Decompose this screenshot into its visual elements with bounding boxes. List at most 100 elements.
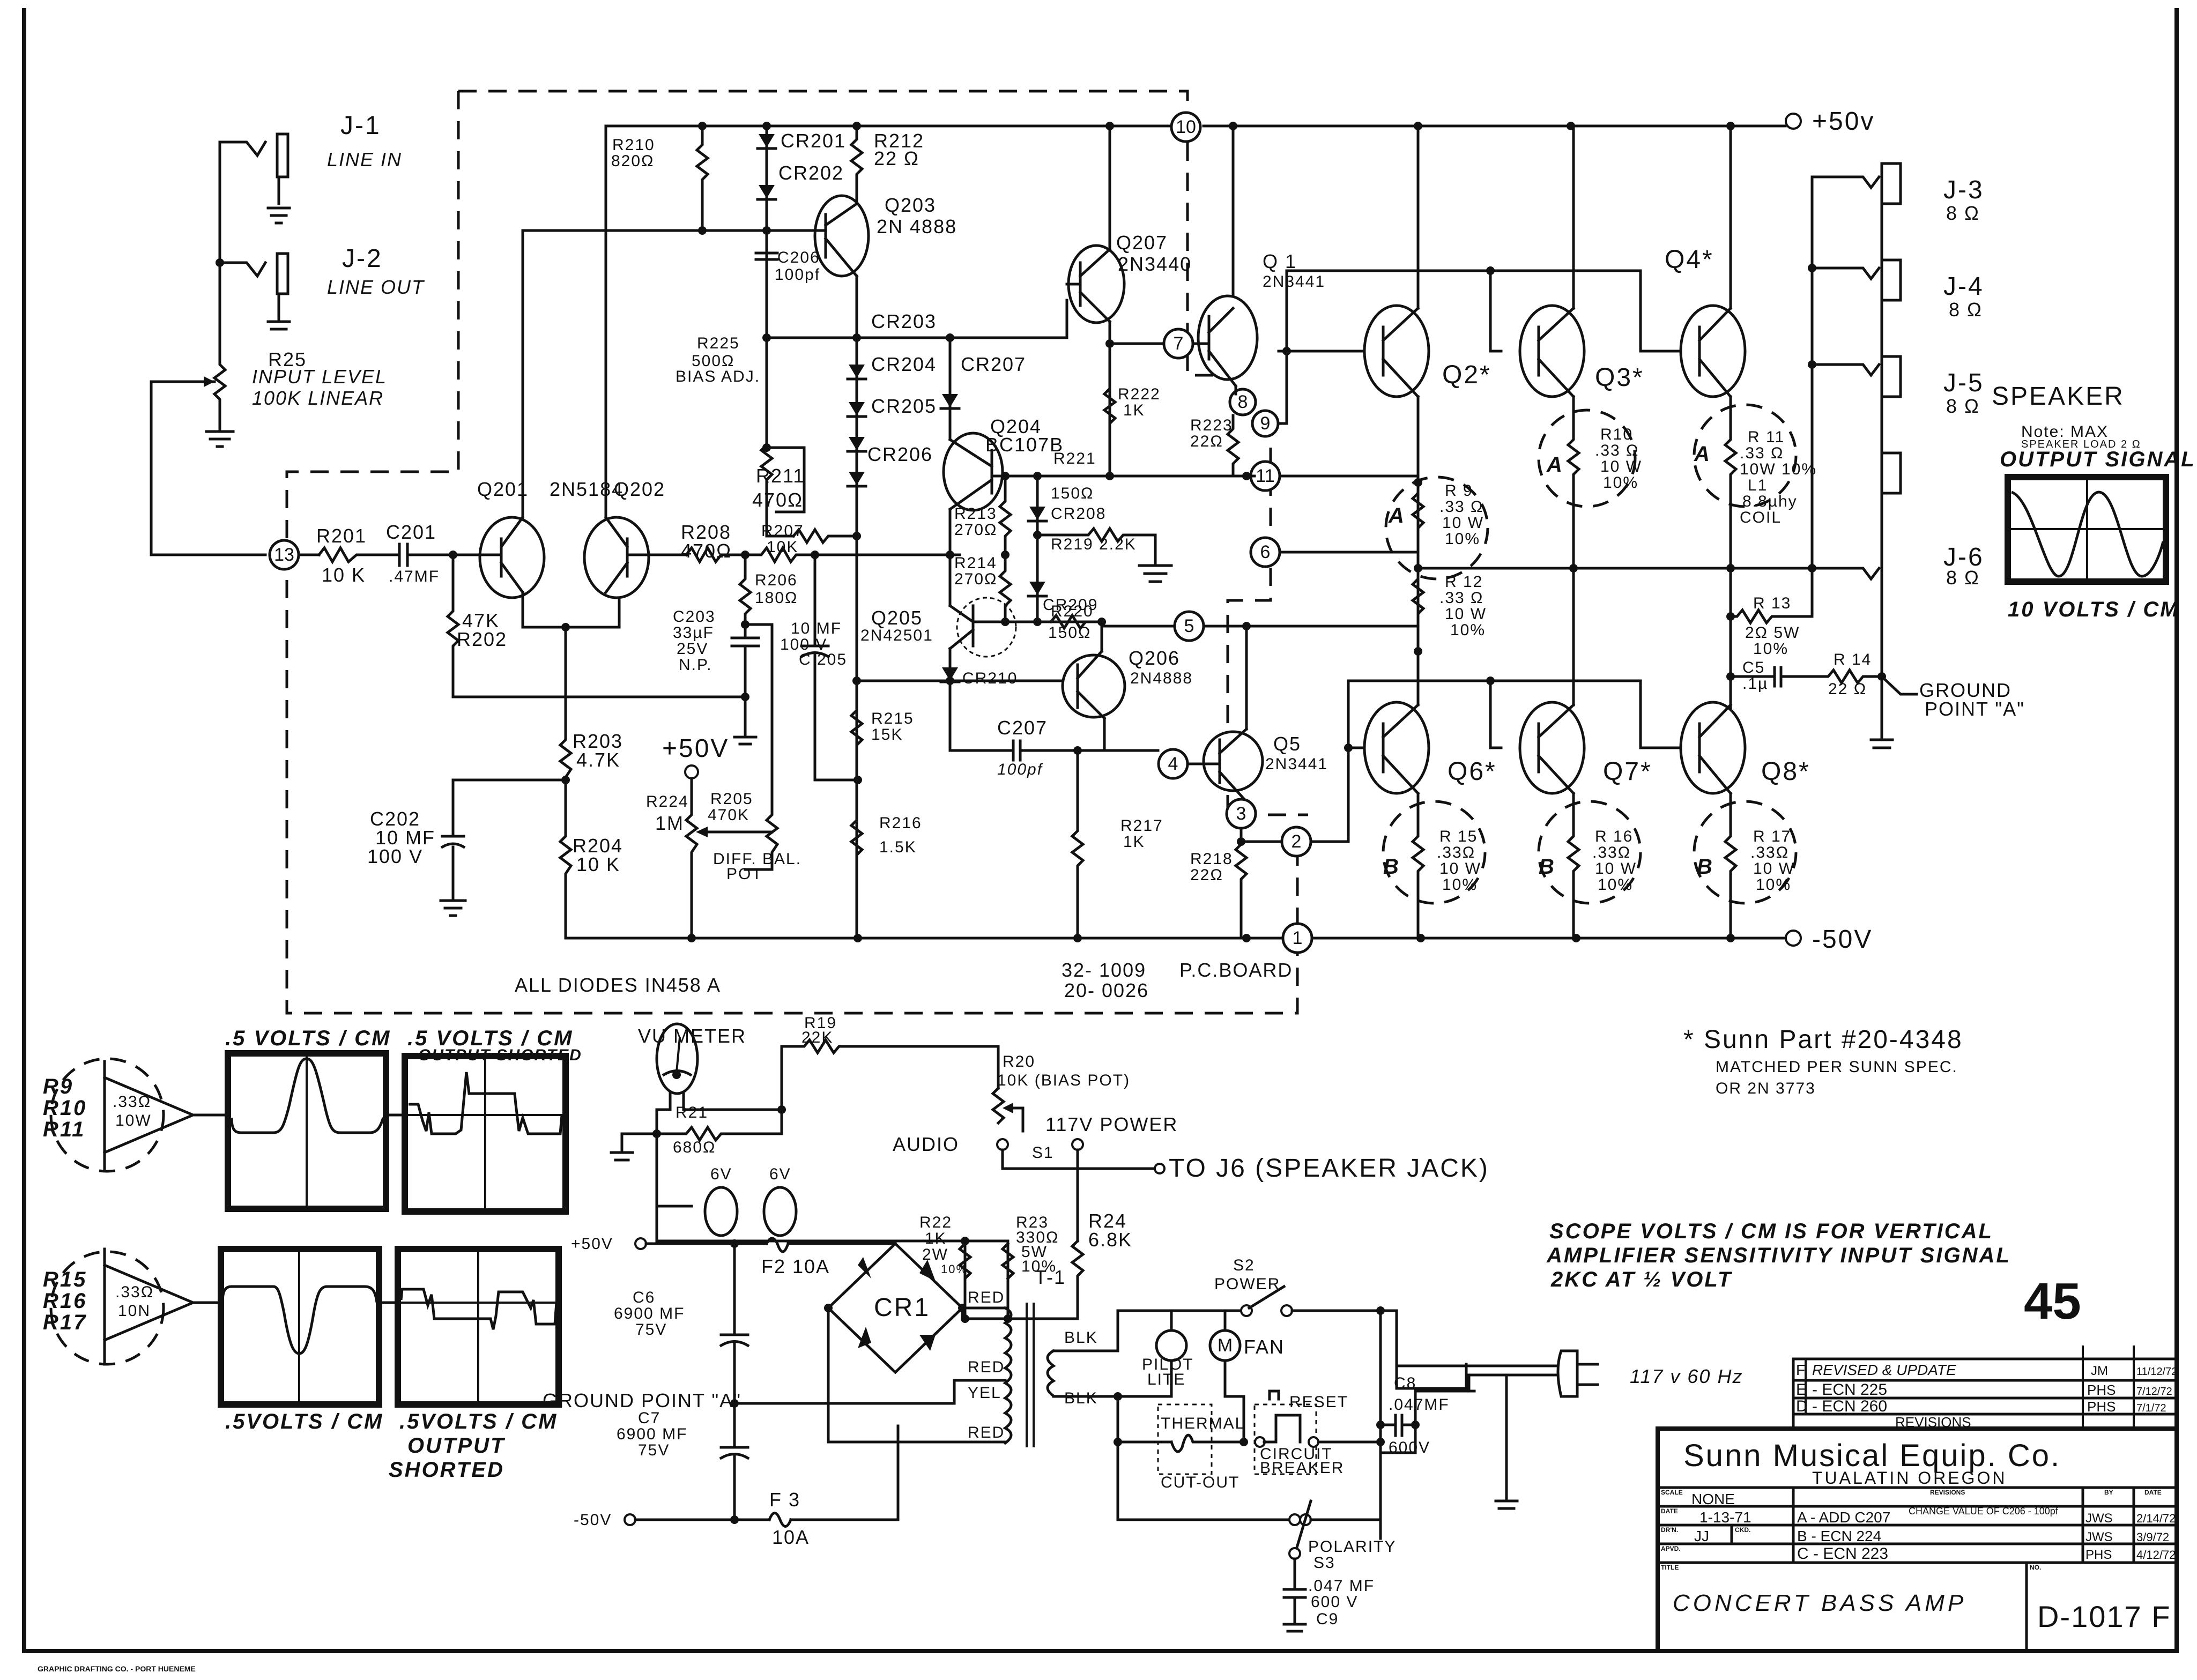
svg-text:R206: R206	[755, 571, 798, 589]
svg-text:32- 1009: 32- 1009	[1062, 959, 1146, 981]
svg-text:R21: R21	[676, 1104, 708, 1121]
svg-text:10 W: 10 W	[1442, 514, 1484, 532]
svg-text:-50V: -50V	[574, 1511, 612, 1529]
svg-text:CR1: CR1	[874, 1294, 930, 1322]
svg-text:RED: RED	[968, 1289, 1005, 1306]
r224-supply-label: +50V	[662, 734, 729, 763]
svg-text:270Ω: 270Ω	[954, 570, 997, 588]
svg-text:R23: R23	[1016, 1214, 1049, 1231]
svg-text:10%: 10%	[1756, 876, 1791, 894]
svg-text:2Ω 5W: 2Ω 5W	[1745, 624, 1800, 642]
svg-text:Q201: Q201	[477, 478, 529, 500]
svg-text:F: F	[1796, 1362, 1805, 1378]
scope-diagrams	[49, 1050, 569, 1408]
svg-text:680Ω: 680Ω	[673, 1139, 716, 1156]
svg-text:GROUND POINT "A": GROUND POINT "A"	[543, 1389, 741, 1411]
svg-text:.33Ω: .33Ω	[1750, 844, 1789, 861]
output-signal-trace	[2010, 490, 2165, 578]
svg-text:N.P.: N.P.	[679, 656, 712, 674]
svg-text:10 W: 10 W	[1445, 605, 1487, 623]
svg-text:CR204: CR204	[871, 353, 937, 375]
drawing-border	[22, 8, 2179, 1653]
output-signal-title: OUTPUT SIGNAL	[2000, 448, 2196, 471]
svg-text:CR206: CR206	[867, 443, 933, 465]
svg-text:R210: R210	[612, 136, 655, 154]
svg-text:22Ω: 22Ω	[1190, 433, 1223, 450]
lamp-icon	[762, 1186, 798, 1237]
jack-j5-desc: 8 Ω	[1946, 395, 1980, 417]
svg-text:15K: 15K	[871, 726, 903, 744]
svg-text:R212: R212	[874, 130, 924, 152]
scope3-title: .5VOLTS / CM	[225, 1410, 383, 1433]
svg-text:R223: R223	[1190, 417, 1233, 434]
svg-text:F 3: F 3	[769, 1489, 800, 1511]
svg-text:R216: R216	[879, 814, 922, 832]
svg-text:6V: 6V	[769, 1165, 791, 1183]
svg-text:Q3*: Q3*	[1595, 363, 1644, 392]
svg-text:C201: C201	[386, 521, 436, 543]
node-8	[1228, 388, 1257, 417]
svg-text:C 205: C 205	[799, 651, 847, 668]
svg-text:7/12/72: 7/12/72	[2136, 1386, 2172, 1397]
svg-text:R10: R10	[43, 1096, 87, 1120]
svg-text:25V: 25V	[677, 640, 708, 658]
svg-text:THERMAL: THERMAL	[1161, 1415, 1245, 1432]
title-block: Sunn Musical Equip. Co. TUALATIN OREGON …	[1656, 1426, 2179, 1653]
svg-text:R9: R9	[43, 1075, 73, 1098]
scope2-trace	[409, 1072, 563, 1135]
svg-text:4.7K: 4.7K	[576, 749, 620, 771]
jack-j5-name: J-5	[1943, 369, 1984, 397]
svg-text:6900 MF: 6900 MF	[617, 1425, 687, 1443]
svg-text:6V: 6V	[710, 1165, 732, 1183]
svg-text:1.5K: 1.5K	[879, 838, 917, 856]
svg-text:R 9: R 9	[1445, 482, 1473, 500]
mains-plug-icon	[1556, 1349, 1579, 1398]
svg-text:R215: R215	[871, 710, 914, 727]
svg-text:10%: 10%	[1753, 640, 1788, 658]
svg-text:.047 MF: .047 MF	[1308, 1577, 1375, 1595]
svg-text:CR202: CR202	[778, 162, 844, 184]
svg-text:10: 10	[1176, 117, 1196, 137]
svg-text:R 13: R 13	[1753, 594, 1791, 612]
svg-text:2N 4888: 2N 4888	[877, 215, 957, 237]
svg-text:R202: R202	[457, 628, 507, 650]
svg-text:10 W: 10 W	[1595, 860, 1637, 878]
svg-text:470K: 470K	[708, 806, 749, 824]
svg-text:PHS: PHS	[2087, 1382, 2116, 1398]
pcb-outline	[458, 90, 1233, 377]
svg-text:C207: C207	[997, 717, 1048, 739]
page-number: 45	[2024, 1273, 2081, 1330]
svg-text:.33 Ω: .33 Ω	[1439, 589, 1483, 607]
svg-text:500Ω: 500Ω	[692, 352, 734, 370]
svg-text:180Ω: 180Ω	[755, 589, 798, 607]
svg-text:MATCHED PER SUNN SPEC.: MATCHED PER SUNN SPEC.	[1716, 1058, 1958, 1076]
r25-line1: INPUT LEVEL	[252, 366, 387, 388]
r25-ref: R25	[268, 348, 307, 370]
svg-text:10 W: 10 W	[1600, 458, 1642, 475]
svg-text:2N3441: 2N3441	[1265, 755, 1328, 773]
svg-text:POT: POT	[726, 865, 763, 883]
svg-text:CKD.: CKD.	[1735, 1526, 1750, 1534]
svg-text:100pf: 100pf	[997, 761, 1043, 778]
svg-text:Q6*: Q6*	[1448, 757, 1497, 786]
svg-text:22Ω: 22Ω	[1190, 866, 1223, 884]
scope1-title: .5 VOLTS / CM	[225, 1027, 391, 1050]
svg-text:.33Ω: .33Ω	[115, 1283, 154, 1301]
svg-text:CR203: CR203	[871, 310, 937, 332]
vu-meter-labels: VU METER R19 22K R20 10K (BIAS POT) R21 …	[638, 1014, 1488, 1276]
svg-text:R 15: R 15	[1439, 828, 1478, 845]
svg-text:3: 3	[1236, 804, 1246, 824]
svg-text:C7: C7	[638, 1409, 660, 1427]
svg-text:APVD.: APVD.	[1661, 1545, 1681, 1552]
svg-text:R16: R16	[43, 1289, 87, 1313]
svg-text:POWER: POWER	[1214, 1275, 1280, 1293]
svg-text:R24: R24	[1088, 1210, 1127, 1232]
svg-text:R222: R222	[1118, 385, 1161, 403]
svg-text:R218: R218	[1190, 850, 1233, 868]
svg-text:R204: R204	[573, 835, 623, 857]
svg-text:C8: C8	[1394, 1374, 1416, 1392]
scope1-trace	[230, 1057, 385, 1134]
svg-text:7: 7	[1174, 333, 1184, 354]
r25-line2: 100K LINEAR	[252, 387, 384, 409]
